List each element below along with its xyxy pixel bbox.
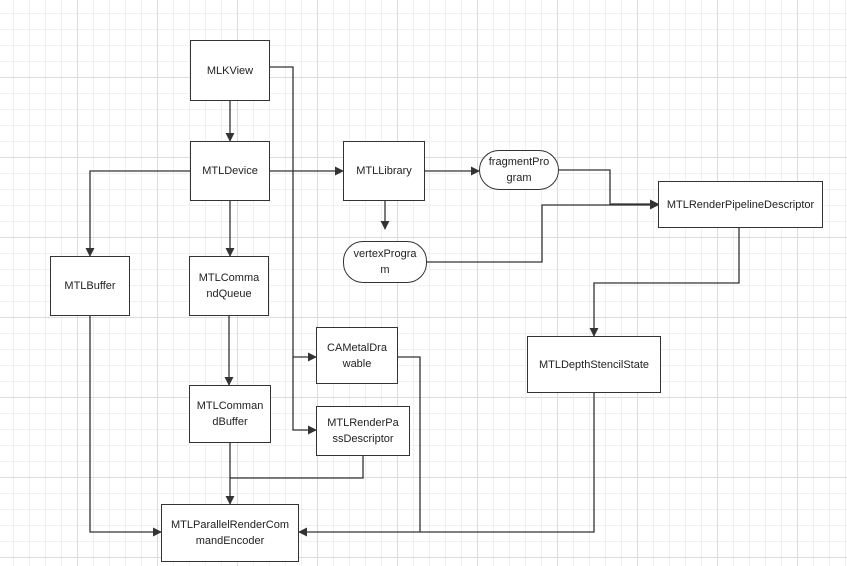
- node-mlkview: MLKView: [190, 40, 270, 101]
- edge-mtldevice-mtlbuffer: [85, 170, 190, 257]
- node-fragment-program: fragmentProgram: [479, 150, 559, 190]
- edge-mlkview-cametaldrawable: [270, 66, 317, 362]
- edge-mtlbuffer-encoder: [89, 316, 162, 537]
- edge-renderpassdescriptor-encoder: [230, 456, 364, 479]
- node-render-pipeline-descriptor: MTLRenderPipelineDescriptor: [658, 181, 823, 228]
- node-parallel-render-command-encoder: MTLParallelRenderCommandEncoder: [161, 504, 299, 562]
- edge-mlkview-renderpassdescriptor: [292, 357, 317, 435]
- edge-vertexprogram-pipelinedescriptor: [427, 200, 659, 263]
- edge-cametaldrawable-encoder: [398, 356, 421, 532]
- node-mtldevice: MTLDevice: [190, 141, 270, 201]
- node-metal-drawable: CAMetalDrawable: [316, 327, 398, 384]
- node-mtllibrary: MTLLibrary: [343, 141, 425, 201]
- node-command-queue: MTLCommandQueue: [189, 256, 269, 316]
- node-vertex-program: vertexProgram: [343, 241, 427, 283]
- edge-fragmentprogram-pipelinedescriptor: [559, 169, 659, 209]
- edge-pipelinedescriptor-depthstencilstate: [589, 228, 740, 337]
- node-render-pass-descriptor: MTLRenderPassDescriptor: [316, 406, 410, 456]
- node-command-buffer: MTLCommandBuffer: [189, 385, 271, 443]
- node-depth-stencil-state: MTLDepthStencilState: [527, 336, 661, 393]
- node-mtlbuffer: MTLBuffer: [50, 256, 130, 316]
- edge-depthstencilstate-encoder: [298, 393, 595, 537]
